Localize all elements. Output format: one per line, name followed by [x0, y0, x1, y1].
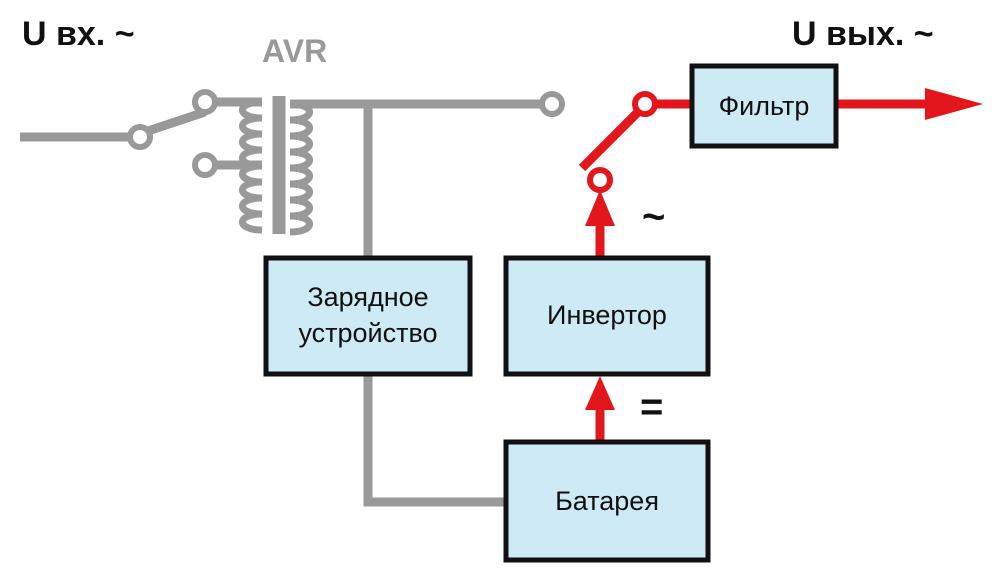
gray-contacts — [127, 89, 565, 178]
inverter-up-arrow-icon — [585, 190, 615, 226]
avr-label: AVR — [262, 33, 327, 69]
output-switch-blade — [578, 106, 644, 172]
filter-label: Фильтр — [719, 91, 810, 121]
block-charger: Зарядное устройство — [263, 255, 473, 377]
battery-label: Батарея — [555, 486, 659, 516]
avr-switch-blade — [143, 107, 207, 137]
charger-battery-wire — [363, 374, 508, 507]
output-contact-bottom — [587, 167, 613, 193]
block-filter: Фильтр — [689, 63, 839, 149]
gray-wiring — [20, 97, 540, 507]
avr-transformer — [239, 96, 313, 236]
avr-contact-top — [192, 89, 218, 115]
ac-symbol: ~ — [642, 195, 665, 239]
output-voltage-label: U вых. ~ — [792, 15, 934, 53]
avr-contact-bottom — [192, 152, 218, 178]
output-arrow-icon — [925, 88, 983, 120]
transformer-secondary-coil — [289, 100, 313, 236]
block-inverter: Инвертор — [503, 255, 711, 377]
output-contact-top — [632, 91, 658, 117]
red-arrowheads — [585, 88, 983, 410]
inverter-label: Инвертор — [547, 300, 667, 330]
dc-symbol: = — [640, 385, 663, 429]
bypass-contact — [539, 91, 565, 117]
transformer-primary-coil — [239, 98, 263, 234]
charger-label-line1: Зарядное — [307, 282, 428, 312]
input-voltage-label: U вх. ~ — [22, 15, 135, 53]
red-contacts — [587, 91, 658, 193]
block-battery: Батарея — [503, 439, 711, 563]
charger-label-line2: устройство — [298, 318, 437, 348]
input-contact — [127, 124, 153, 150]
battery-up-arrow-icon — [585, 376, 615, 410]
